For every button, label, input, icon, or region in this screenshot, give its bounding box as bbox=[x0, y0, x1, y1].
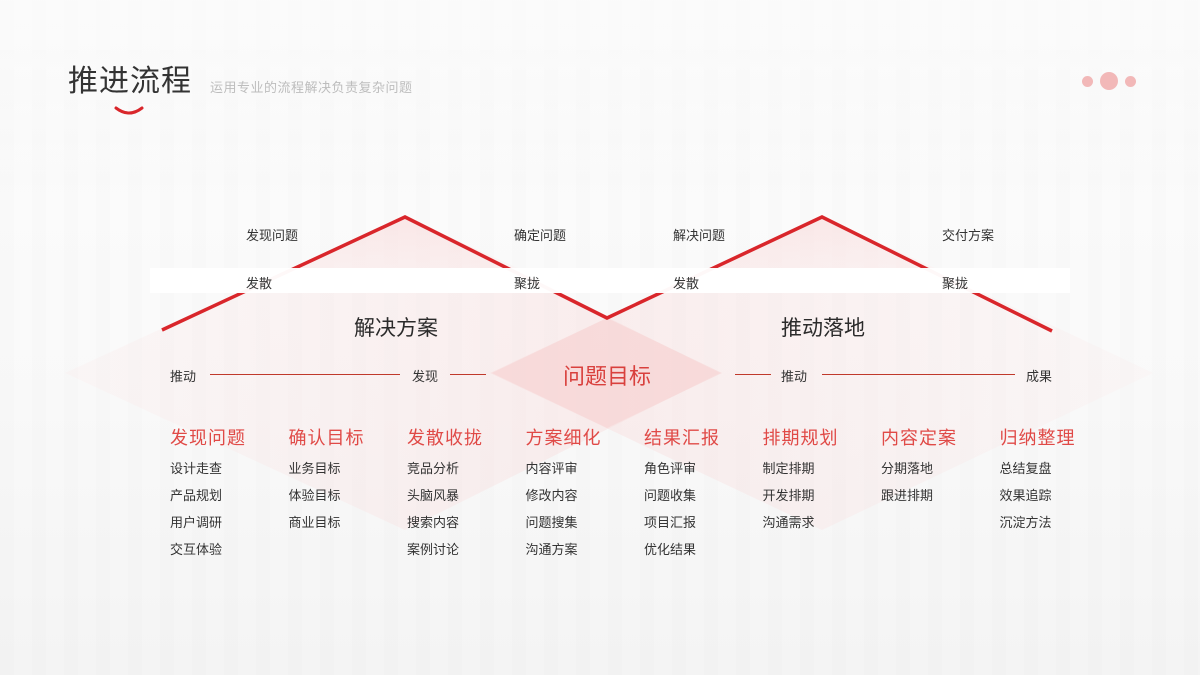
column-item: 产品规划 bbox=[170, 489, 223, 504]
column-item: 业务目标 bbox=[288, 462, 341, 477]
column-item: 角色评审 bbox=[644, 462, 697, 477]
smile-accent-icon bbox=[114, 106, 144, 115]
axis-line-left-short bbox=[450, 374, 486, 375]
column-item: 沟通方案 bbox=[525, 543, 578, 558]
column-item: 商业目标 bbox=[288, 516, 341, 531]
column-item: 跟进排期 bbox=[881, 489, 934, 504]
decorative-dots bbox=[1082, 72, 1136, 90]
column-item: 总结复盘 bbox=[999, 462, 1052, 477]
label-converge-left: 聚拢 bbox=[514, 277, 541, 292]
left-diamond-shape bbox=[65, 217, 720, 530]
column-item: 设计走查 bbox=[170, 462, 223, 477]
column-item: 沉淀方法 bbox=[999, 516, 1052, 531]
center-goal-label: 问题目标 bbox=[562, 365, 652, 390]
column-title: 排期规划 bbox=[762, 428, 839, 449]
column-title: 发散收拢 bbox=[407, 428, 483, 449]
column-item: 问题搜集 bbox=[525, 516, 578, 531]
column-item: 制定排期 bbox=[762, 462, 815, 477]
process-column: 确认目标 业务目标 体验目标 商业目标 bbox=[289, 426, 408, 564]
column-item: 问题收集 bbox=[644, 489, 697, 504]
column-title: 方案细化 bbox=[525, 428, 602, 449]
axis-line-right-short bbox=[735, 374, 771, 375]
column-title: 发现问题 bbox=[170, 428, 246, 449]
axis-line-left bbox=[210, 374, 400, 375]
process-column: 排期规划 制定排期 开发排期 沟通需求 bbox=[763, 426, 882, 564]
label-deliver-solution: 交付方案 bbox=[942, 229, 995, 244]
label-define-problem: 确定问题 bbox=[514, 229, 567, 244]
column-item: 头脑风暴 bbox=[407, 489, 460, 504]
center-diamond-shape bbox=[492, 318, 722, 428]
axis-right-start: 推动 bbox=[781, 370, 808, 385]
column-title: 确认目标 bbox=[288, 428, 365, 449]
column-item: 体验目标 bbox=[288, 489, 341, 504]
column-item: 修改内容 bbox=[525, 489, 578, 504]
column-item: 交互体验 bbox=[170, 543, 223, 558]
page-subtitle: 运用专业的流程解决负责复杂问题 bbox=[210, 81, 413, 96]
left-peak-title: 解决方案 bbox=[354, 316, 438, 340]
background-fade bbox=[0, 0, 1200, 200]
column-title: 结果汇报 bbox=[644, 428, 720, 449]
flow-line bbox=[161, 215, 1053, 333]
column-item: 分期落地 bbox=[881, 462, 934, 477]
column-item: 竞品分析 bbox=[407, 462, 460, 477]
column-item: 开发排期 bbox=[762, 489, 815, 504]
label-solve-problem: 解决问题 bbox=[673, 229, 726, 244]
column-item: 项目汇报 bbox=[644, 516, 697, 531]
label-converge-right: 聚拢 bbox=[942, 277, 969, 292]
right-peak-title: 推动落地 bbox=[781, 316, 865, 340]
axis-right-end: 成果 bbox=[1026, 370, 1053, 385]
label-band bbox=[150, 268, 1070, 293]
column-item: 沟通需求 bbox=[762, 516, 815, 531]
label-discover-problem: 发现问题 bbox=[246, 229, 299, 244]
dot-icon bbox=[1125, 75, 1136, 87]
column-item: 内容评审 bbox=[525, 462, 578, 477]
column-title: 内容定案 bbox=[881, 428, 957, 449]
dot-icon bbox=[1100, 72, 1118, 90]
column-item: 优化结果 bbox=[644, 543, 697, 558]
page-title: 推进流程 bbox=[68, 64, 192, 99]
process-column: 发散收拢 竞品分析 头脑风暴 搜索内容 案例讨论 bbox=[407, 426, 526, 564]
dot-icon bbox=[1082, 75, 1093, 87]
header: 推进流程 运用专业的流程解决负责复杂问题 bbox=[68, 62, 413, 102]
column-item: 案例讨论 bbox=[407, 543, 460, 558]
process-column: 内容定案 分期落地 跟进排期 bbox=[881, 426, 1000, 564]
label-diverge-left: 发散 bbox=[246, 277, 273, 292]
process-columns: 发现问题 设计走查 产品规划 用户调研 交互体验 确认目标 业务目标 体验目标 … bbox=[170, 426, 1118, 564]
column-item: 搜索内容 bbox=[407, 516, 460, 531]
process-column: 发现问题 设计走查 产品规划 用户调研 交互体验 bbox=[170, 426, 289, 564]
column-title: 归纳整理 bbox=[999, 428, 1076, 449]
process-column: 归纳整理 总结复盘 效果追踪 沉淀方法 bbox=[1000, 426, 1119, 564]
axis-left-start: 推动 bbox=[170, 370, 197, 385]
column-item: 用户调研 bbox=[170, 516, 223, 531]
process-column: 方案细化 内容评审 修改内容 问题搜集 沟通方案 bbox=[526, 426, 645, 564]
axis-line-right bbox=[822, 374, 1015, 375]
axis-left-end: 发现 bbox=[412, 370, 439, 385]
column-item: 效果追踪 bbox=[999, 489, 1052, 504]
process-column: 结果汇报 角色评审 问题收集 项目汇报 优化结果 bbox=[644, 426, 763, 564]
label-diverge-right: 发散 bbox=[673, 277, 700, 292]
